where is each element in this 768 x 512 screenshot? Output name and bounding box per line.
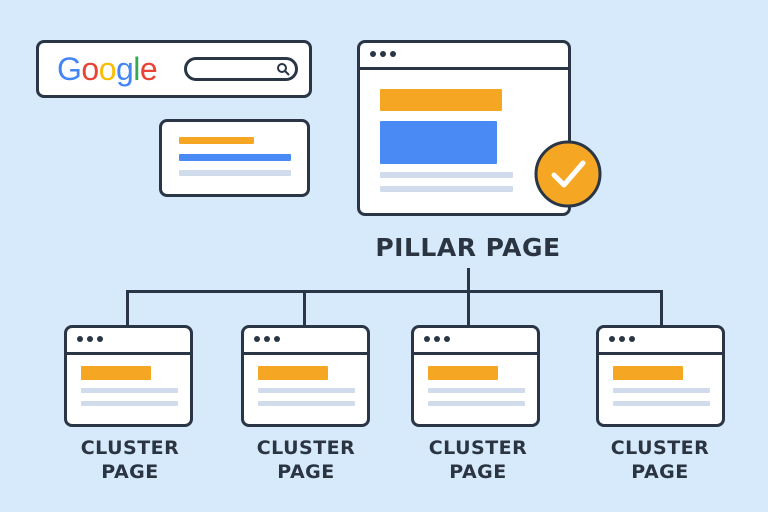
cluster-label-line2: PAGE: [449, 461, 507, 483]
connector-drop-1: [126, 290, 129, 328]
window-dots-icon: [254, 336, 260, 342]
cluster-text-line: [81, 388, 178, 393]
result-text-bar: [179, 170, 291, 176]
google-logo-letter: e: [139, 51, 158, 87]
cluster-page-window: [241, 325, 370, 427]
connector-drop-3: [467, 290, 470, 328]
window-title-bar: [414, 328, 537, 355]
window-title-bar: [360, 43, 568, 70]
cluster-page-label: CLUSTER PAGE: [236, 436, 376, 484]
cluster-page-label: CLUSTER PAGE: [408, 436, 548, 484]
cluster-heading-bar: [428, 366, 498, 380]
pillar-heading-bar: [380, 89, 502, 111]
window-dots-icon: [424, 336, 430, 342]
pillar-hero-block: [380, 121, 497, 164]
google-logo-letter: G: [57, 51, 82, 87]
cluster-label-line1: CLUSTER: [610, 437, 710, 459]
window-dot: [619, 336, 625, 342]
window-title-bar: [244, 328, 367, 355]
cluster-page-window: [64, 325, 193, 427]
window-dot: [274, 336, 280, 342]
pillar-page-window: [357, 40, 571, 216]
connector-horizontal: [126, 290, 663, 293]
cluster-text-line: [613, 401, 710, 406]
checkmark-icon: [534, 140, 602, 208]
result-title-bar: [179, 137, 254, 144]
cluster-heading-bar: [81, 366, 151, 380]
window-title-bar: [67, 328, 190, 355]
google-search-card: Google: [36, 40, 312, 98]
window-dots-icon: [77, 336, 83, 342]
cluster-text-line: [613, 388, 710, 393]
cluster-label-line2: PAGE: [631, 461, 689, 483]
cluster-text-line: [81, 401, 178, 406]
cluster-label-line2: PAGE: [101, 461, 159, 483]
cluster-heading-bar: [258, 366, 328, 380]
cluster-heading-bar: [613, 366, 683, 380]
google-logo-letter: g: [115, 51, 134, 87]
window-dot: [444, 336, 450, 342]
connector-drop-4: [660, 290, 663, 328]
cluster-label-line1: CLUSTER: [428, 437, 528, 459]
pillar-text-line: [380, 186, 513, 192]
cluster-page-window: [596, 325, 725, 427]
pillar-page-label: PILLAR PAGE: [375, 233, 561, 262]
window-dot: [380, 51, 386, 57]
google-logo-letter: l: [133, 51, 140, 87]
connector-drop-2: [303, 290, 306, 328]
window-dot: [629, 336, 635, 342]
cluster-text-line: [428, 388, 525, 393]
cluster-label-line1: CLUSTER: [256, 437, 356, 459]
google-logo-letter: o: [98, 51, 117, 87]
cluster-text-line: [258, 388, 355, 393]
pillar-text-line: [380, 172, 513, 178]
cluster-text-line: [258, 401, 355, 406]
cluster-label-line1: CLUSTER: [80, 437, 180, 459]
result-url-bar: [179, 154, 291, 161]
google-logo: Google: [57, 51, 158, 87]
window-dots-icon: [370, 51, 376, 57]
window-dot: [264, 336, 270, 342]
cluster-page-label: CLUSTER PAGE: [590, 436, 730, 484]
window-dot: [87, 336, 93, 342]
window-title-bar: [599, 328, 722, 355]
search-icon[interactable]: [276, 62, 290, 76]
cluster-page-window: [411, 325, 540, 427]
search-result-card: [159, 119, 310, 197]
cluster-text-line: [428, 401, 525, 406]
connector-trunk: [467, 268, 470, 292]
cluster-page-label: CLUSTER PAGE: [60, 436, 200, 484]
cluster-label-line2: PAGE: [277, 461, 335, 483]
window-dot: [434, 336, 440, 342]
search-input[interactable]: [184, 57, 298, 81]
window-dot: [97, 336, 103, 342]
google-logo-letter: o: [81, 51, 99, 87]
window-dots-icon: [609, 336, 615, 342]
window-dot: [390, 51, 396, 57]
